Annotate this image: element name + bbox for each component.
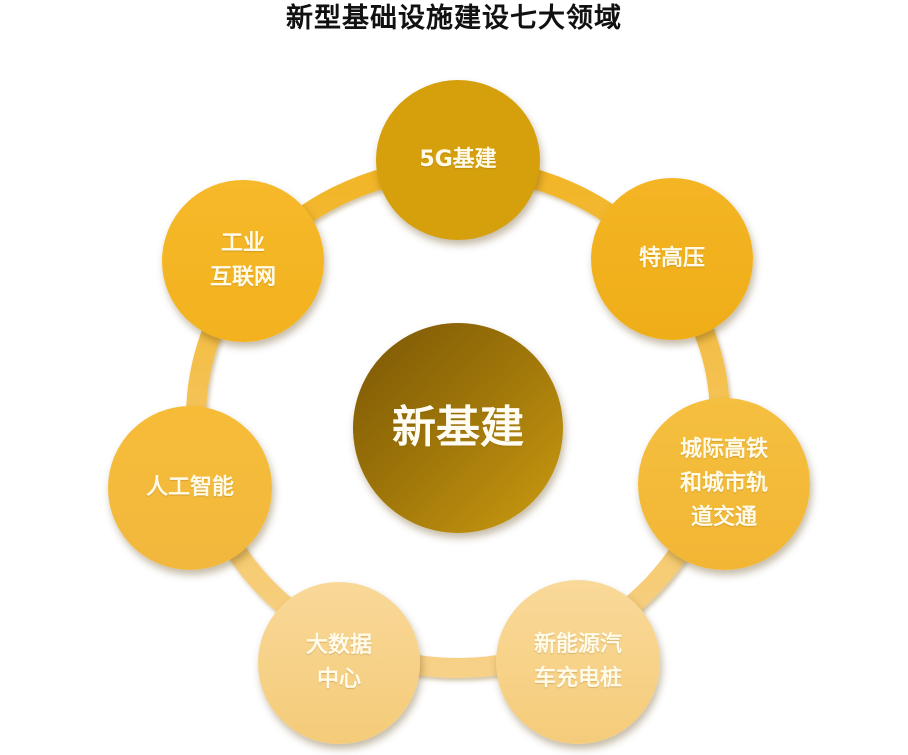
center-label: 新基建 [392,401,524,453]
node-ev: 新能源汽 车充电桩 [496,580,660,744]
diagram-title: 新型基础设施建设七大领域 [286,3,622,34]
node-uhv: 特高压 [591,178,753,340]
node-label: 人工智能 [145,474,234,500]
node-label: 大数据 中心 [305,632,372,692]
node-ai: 人工智能 [108,406,272,570]
node-rail: 城际高铁 和城市轨 道交通 [638,398,810,570]
node-label: 工业 互联网 [209,230,276,290]
node-5g: 5G基建 [376,80,540,240]
center-node: 新基建 [353,323,563,533]
node-datacenter: 大数据 中心 [258,582,420,744]
node-label: 新能源汽 车充电桩 [533,631,622,691]
node-iiot: 工业 互联网 [162,180,324,342]
node-label: 城际高铁 和城市轨 道交通 [679,436,768,531]
node-label: 特高压 [638,245,705,271]
node-label: 5G基建 [419,146,497,172]
